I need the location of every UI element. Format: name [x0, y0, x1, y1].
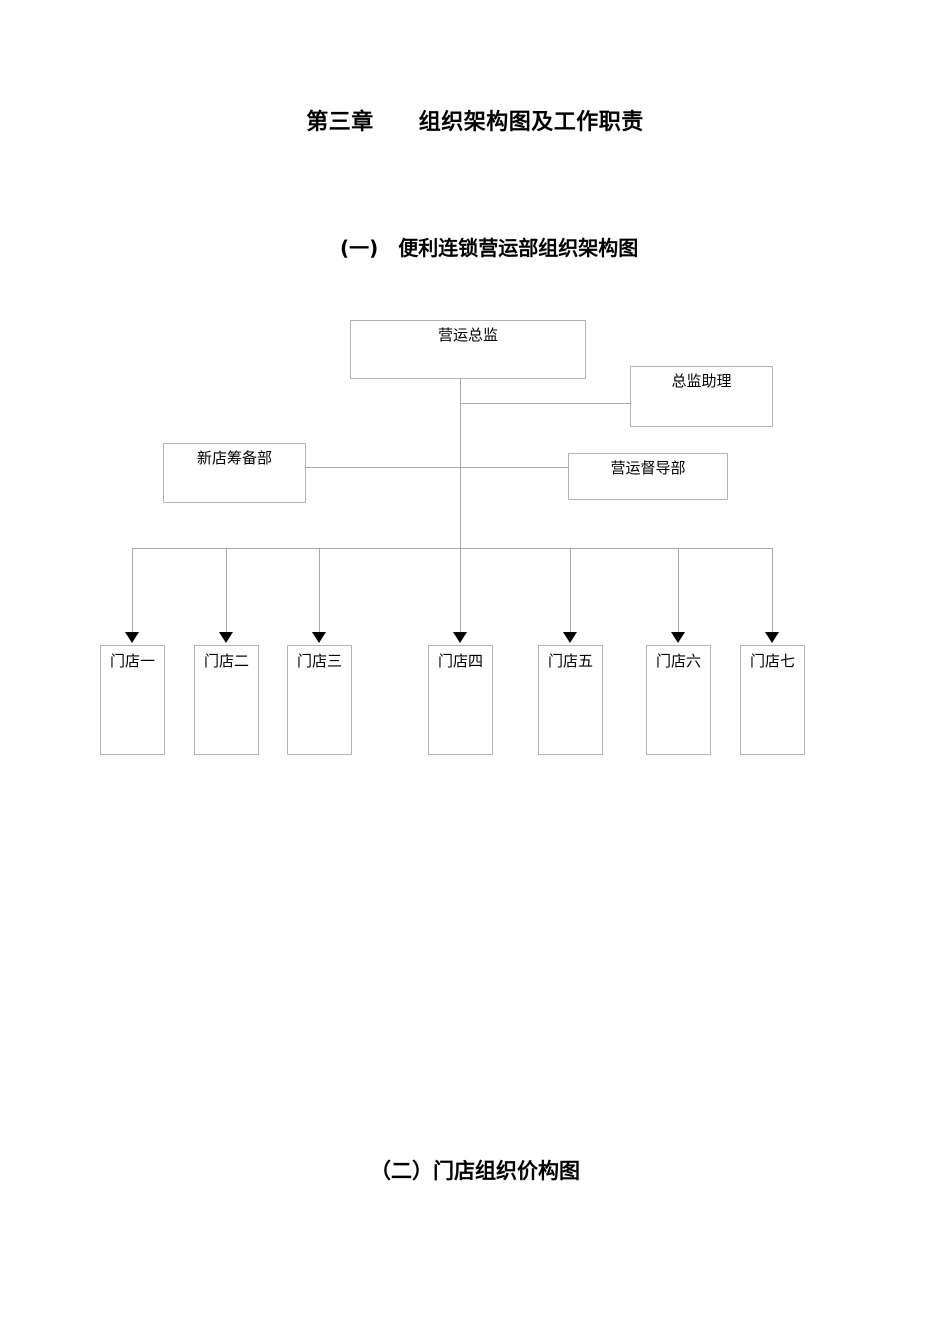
section-two-heading: （二）门店组织价构图	[370, 1159, 580, 1183]
org-node-supervision-dept-label: 营运督导部	[610, 459, 686, 477]
org-node-store-4-label: 门店四	[437, 652, 483, 670]
arrow-down-icon-store-7	[765, 632, 779, 643]
org-node-director-assistant: 总监助理	[630, 366, 773, 427]
org-node-new-store-dept: 新店筹备部	[163, 443, 306, 503]
connector-drop-store-7	[772, 548, 773, 640]
connector-drop-store-5	[570, 548, 571, 640]
arrow-down-icon-store-1	[125, 632, 139, 643]
org-node-store-2-label: 门店二	[203, 652, 249, 670]
arrow-down-icon-store-4	[453, 632, 467, 643]
arrow-down-icon-store-3	[312, 632, 326, 643]
org-node-director-assistant-label: 总监助理	[671, 372, 732, 390]
arrow-down-icon-store-5	[563, 632, 577, 643]
connector-drop-store-4	[460, 548, 461, 640]
org-node-director-label: 营运总监	[437, 326, 498, 344]
org-node-store-3: 门店三	[287, 645, 352, 755]
connector-store-bus	[132, 548, 773, 549]
org-node-store-5: 门店五	[538, 645, 603, 755]
arrow-down-icon-store-2	[219, 632, 233, 643]
connector-dept-row	[305, 467, 569, 468]
page-title: 第三章 组织架构图及工作职责	[306, 110, 644, 135]
connector-drop-store-3	[319, 548, 320, 640]
org-node-store-3-label: 门店三	[296, 652, 342, 670]
org-node-store-1: 门店一	[100, 645, 165, 755]
section-one-heading: (一) 便利连锁营运部组织架构图	[340, 236, 639, 260]
org-node-store-7-label: 门店七	[749, 652, 795, 670]
org-node-store-2: 门店二	[194, 645, 259, 755]
org-node-store-1-label: 门店一	[109, 652, 155, 670]
org-node-store-7: 门店七	[740, 645, 805, 755]
connector-spine-main	[460, 379, 461, 549]
arrow-down-icon-store-6	[671, 632, 685, 643]
connector-drop-store-6	[678, 548, 679, 640]
org-node-store-5-label: 门店五	[547, 652, 593, 670]
org-node-director: 营运总监	[350, 320, 586, 379]
org-node-store-6: 门店六	[646, 645, 711, 755]
connector-drop-store-2	[226, 548, 227, 640]
org-node-supervision-dept: 营运督导部	[568, 453, 728, 500]
org-node-new-store-dept-label: 新店筹备部	[196, 449, 272, 467]
org-node-store-6-label: 门店六	[655, 652, 701, 670]
connector-to-director-assistant	[460, 403, 631, 404]
org-node-store-4: 门店四	[428, 645, 493, 755]
connector-drop-store-1	[132, 548, 133, 640]
